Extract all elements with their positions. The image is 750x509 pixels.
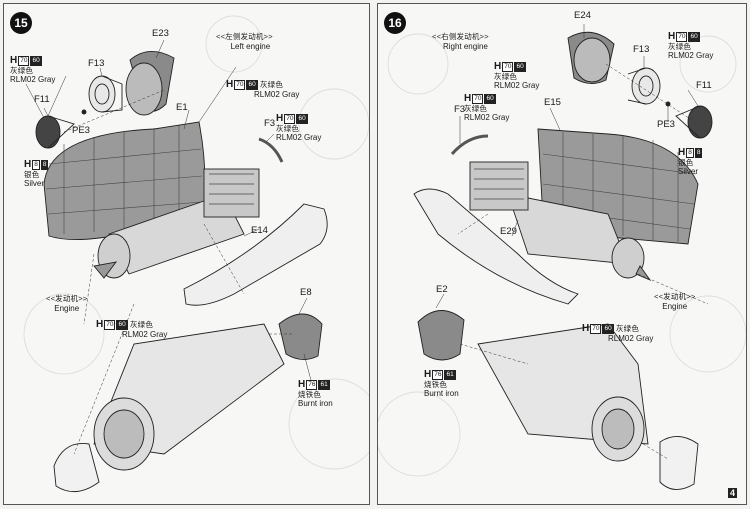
part-label: F3 — [264, 118, 276, 129]
title-en: Left engine — [230, 42, 271, 51]
part-label: E8 — [300, 287, 312, 298]
page-number: 4 — [728, 488, 738, 498]
part-label: PE3 — [72, 125, 90, 136]
part-label: E15 — [544, 97, 561, 108]
engine-label: <<发动机>> Engine — [46, 294, 88, 313]
part-label: F3 — [454, 104, 466, 115]
title-cn: <<右侧发动机>> — [432, 32, 489, 41]
title-en: Right engine — [442, 42, 488, 51]
part-label: E14 — [251, 225, 268, 236]
part-label: E24 — [574, 10, 591, 21]
title-cn: <<左侧发动机>> — [216, 32, 273, 41]
section-title: <<右侧发动机>> Right engine — [432, 32, 489, 52]
step-16-panel: 16 <<右侧发动机>> Right engine E24 F13 F11 PE… — [377, 3, 747, 505]
part-label: F13 — [633, 44, 650, 55]
step-number-badge: 15 — [10, 12, 32, 34]
part-label: E2 — [436, 284, 448, 295]
step-16-illustration — [378, 24, 746, 490]
step-15-panel: 15 <<左侧发动机>> Left engine E23 F13 F11 PE3… — [3, 3, 370, 505]
section-title: <<左侧发动机>> Left engine — [216, 32, 273, 52]
step-number-badge: 16 — [384, 12, 406, 34]
part-label: F11 — [34, 94, 50, 105]
part-label: E23 — [152, 28, 169, 39]
part-label: E29 — [500, 226, 517, 237]
step-15-illustration — [23, 15, 369, 492]
part-label: F11 — [696, 80, 712, 91]
part-label: F13 — [88, 58, 105, 69]
part-label: PE3 — [657, 119, 675, 130]
part-label: E1 — [176, 102, 188, 113]
engine-label: <<发动机>> Engine — [654, 292, 696, 311]
